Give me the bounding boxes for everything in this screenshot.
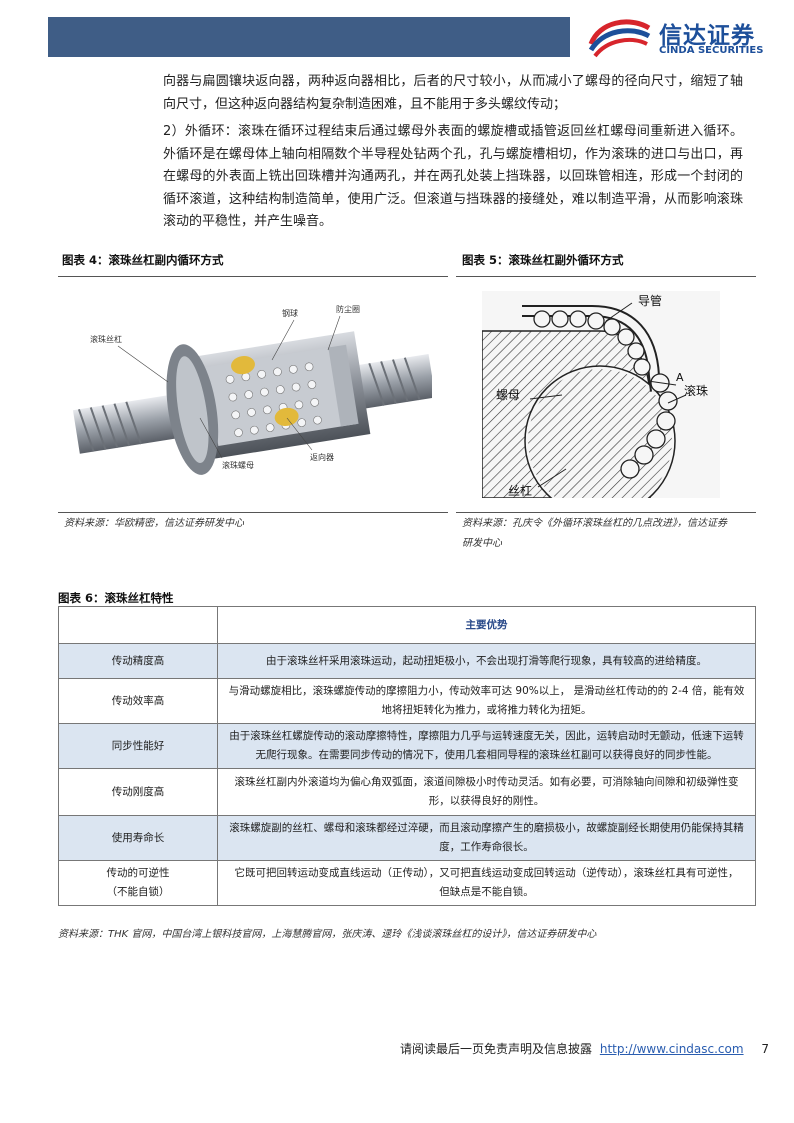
advantage-line-2: 度，工作寿命很长。: [439, 841, 534, 853]
figure-5-bottom-rule: [456, 512, 756, 513]
figure-4-title: 图表 4：滚珠丝杠副内循环方式: [62, 253, 224, 267]
figure-5-label-ball: 滚珠: [684, 383, 708, 398]
footer-website-link[interactable]: http://www.cindasc.com: [599, 1042, 744, 1056]
figure-4-bottom-rule: [58, 512, 448, 513]
figure-5-top-rule: [456, 276, 756, 277]
table-row: 同步性能好 由于滚珠丝杠螺旋传动的滚动摩擦特性，摩擦阻力几乎与运转速度无关，因此…: [58, 723, 756, 769]
logo-chinese-name: 信达证券: [659, 23, 755, 49]
cinda-logo-mark-icon: [588, 19, 651, 58]
table-cell-feature: 传动效率高: [58, 678, 218, 724]
figure-4-image: 滚珠丝杠 钢球 防尘圈 滚珠螺母 返向器: [72, 290, 432, 485]
figure-5-label-tube: 导管: [638, 293, 662, 308]
figure-4-top-rule: [58, 276, 448, 277]
table-6-title: 图表 6：滚珠丝杠特性: [58, 591, 174, 605]
footer-disclaimer: 请阅读最后一页免责声明及信息披露: [400, 1042, 593, 1056]
figure-5-label-a: A: [676, 371, 684, 384]
page-number: 7: [761, 1042, 770, 1056]
feature-line-1: 传动的可逆性: [106, 867, 170, 879]
ball-screw-features-table: 主要优势 传动精度高 由于滚珠丝杆采用滚珠运动，起动扭矩极小，不会出现打滑等爬行…: [58, 606, 756, 906]
body-paragraph-2: 2）外循环：滚珠在循环过程结束后通过螺母外表面的螺旋槽或插管返回丝杠螺母间重新进…: [163, 124, 743, 229]
advantage-line-1: 由于滚珠丝杆采用滚珠运动，起动扭矩极小，不会出现打滑等爬行现象，具有较高的进给精…: [266, 654, 707, 667]
table-cell-feature: 传动精度高: [58, 643, 218, 679]
figure-5-image: 导管 A 滚珠 螺母 丝杠: [482, 291, 720, 498]
advantage-line-2: 但缺点是不能自锁。: [439, 886, 534, 898]
table-cell-advantage: 滚珠丝杠副内外滚道均为偏心角双弧面，滚道间隙极小时传动灵活。如有必要，可消除轴向…: [217, 768, 756, 816]
table-cell-feature: 同步性能好: [58, 723, 218, 769]
table-header-advantage: 主要优势: [217, 606, 756, 644]
body-paragraph-1: 向器与扁圆镶块返向器，两种返向器相比，后者的尺寸较小，从而减小了螺母的径向尺寸，…: [163, 74, 743, 112]
table-row: 使用寿命长 滚珠螺旋副的丝杠、螺母和滚珠都经过淬硬，而且滚动摩擦产生的磨损极小，…: [58, 815, 756, 861]
advantage-line-2: 无爬行现象。在需要同步传动的情况下，使用几套相同导程的滚珠丝杠副可以获得良好的同…: [255, 749, 718, 761]
table-header-row: 主要优势: [58, 606, 756, 644]
header-bar: [48, 17, 570, 57]
table-6-source: 资料来源：THK 官网，中国台湾上银科技官网，上海慧腾官网，张庆涛、逯玲《浅谈滚…: [58, 929, 597, 940]
advantage-line-1: 滚珠螺旋副的丝杠、螺母和滚珠都经过淬硬，而且滚动摩擦产生的磨损极小，故螺旋副经长…: [229, 822, 744, 834]
figure-4-label-returner: 返向器: [310, 452, 334, 462]
table-cell-feature: 使用寿命长: [58, 815, 218, 861]
figure-5-source-line-1: 资料来源：孔庆令《外循环滚珠丝杠的几点改进》，信达证券: [462, 518, 727, 529]
figure-4-label-screw: 滚珠丝杠: [90, 334, 122, 344]
figure-5-label-screw: 丝杠: [508, 483, 532, 498]
advantage-line-1: 滚珠丝杠副内外滚道均为偏心角双弧面，滚道间隙极小时传动灵活。如有必要，可消除轴向…: [234, 776, 739, 788]
table-row: 传动刚度高 滚珠丝杠副内外滚道均为偏心角双弧面，滚道间隙极小时传动灵活。如有必要…: [58, 768, 756, 816]
figure-4-label-retainer: 防尘圈: [336, 304, 360, 314]
figure-5-label-nut: 螺母: [496, 388, 520, 402]
advantage-line-1: 由于滚珠丝杠螺旋传动的滚动摩擦特性，摩擦阻力几乎与运转速度无关，因此，运转启动时…: [229, 730, 744, 742]
advantage-line-1: 与滑动螺旋相比，滚珠螺旋传动的摩擦阻力小，传动效率可达 90%以上， 是滑动丝杠…: [228, 685, 745, 697]
advantage-line-2: 地将扭矩转化为推力，或将推力转化为扭矩。: [381, 704, 592, 716]
table-row: 传动效率高 与滑动螺旋相比，滚珠螺旋传动的摩擦阻力小，传动效率可达 90%以上，…: [58, 678, 756, 724]
figure-4-source: 资料来源：华欧精密，信达证券研发中心: [64, 518, 244, 529]
figure-5-title: 图表 5：滚珠丝杠副外循环方式: [462, 253, 624, 267]
figure-4-label-ball: 钢球: [282, 308, 298, 318]
table-cell-advantage: 与滑动螺旋相比，滚珠螺旋传动的摩擦阻力小，传动效率可达 90%以上， 是滑动丝杠…: [217, 678, 756, 724]
table-row: 传动的可逆性 （不能自锁） 它既可把回转运动变成直线运动（正传动），又可把直线运动…: [58, 860, 756, 906]
advantage-line-1: 它既可把回转运动变成直线运动（正传动），又可把直线运动变成回转运动（逆传动），滚…: [234, 867, 739, 879]
table-row: 传动精度高 由于滚珠丝杆采用滚珠运动，起动扭矩极小，不会出现打滑等爬行现象，具有…: [58, 643, 756, 679]
figure-5-source: 资料来源：孔庆令《外循环滚珠丝杠的几点改进》，信达证券 研发中心: [462, 514, 752, 554]
table-cell-feature: 传动刚度高: [58, 768, 218, 816]
page-footer: 请阅读最后一页免责声明及信息披露 http://www.cindasc.com …: [400, 1040, 769, 1057]
table-cell-advantage: 由于滚珠丝杠螺旋传动的滚动摩擦特性，摩擦阻力几乎与运转速度无关，因此，运转启动时…: [217, 723, 756, 769]
logo-english-name: CINDA SECURITIES: [659, 45, 764, 56]
feature-line-2: （不能自锁）: [106, 886, 170, 898]
figure-5-source-line-2: 研发中心: [462, 538, 502, 549]
table-cell-feature: 传动的可逆性 （不能自锁）: [58, 860, 218, 906]
table-cell-advantage: 它既可把回转运动变成直线运动（正传动），又可把直线运动变成回转运动（逆传动），滚…: [217, 860, 756, 906]
figure-4-label-nut: 滚珠螺母: [222, 460, 254, 470]
table-cell-advantage: 由于滚珠丝杆采用滚珠运动，起动扭矩极小，不会出现打滑等爬行现象，具有较高的进给精…: [217, 643, 756, 679]
advantage-line-2: 形，以获得良好的刚性。: [428, 795, 545, 807]
table-cell-advantage: 滚珠螺旋副的丝杠、螺母和滚珠都经过淬硬，而且滚动摩擦产生的磨损极小，故螺旋副经长…: [217, 815, 756, 861]
table-header-feature: [58, 606, 218, 644]
cinda-logo: 信达证券 CINDA SECURITIES: [585, 14, 775, 60]
